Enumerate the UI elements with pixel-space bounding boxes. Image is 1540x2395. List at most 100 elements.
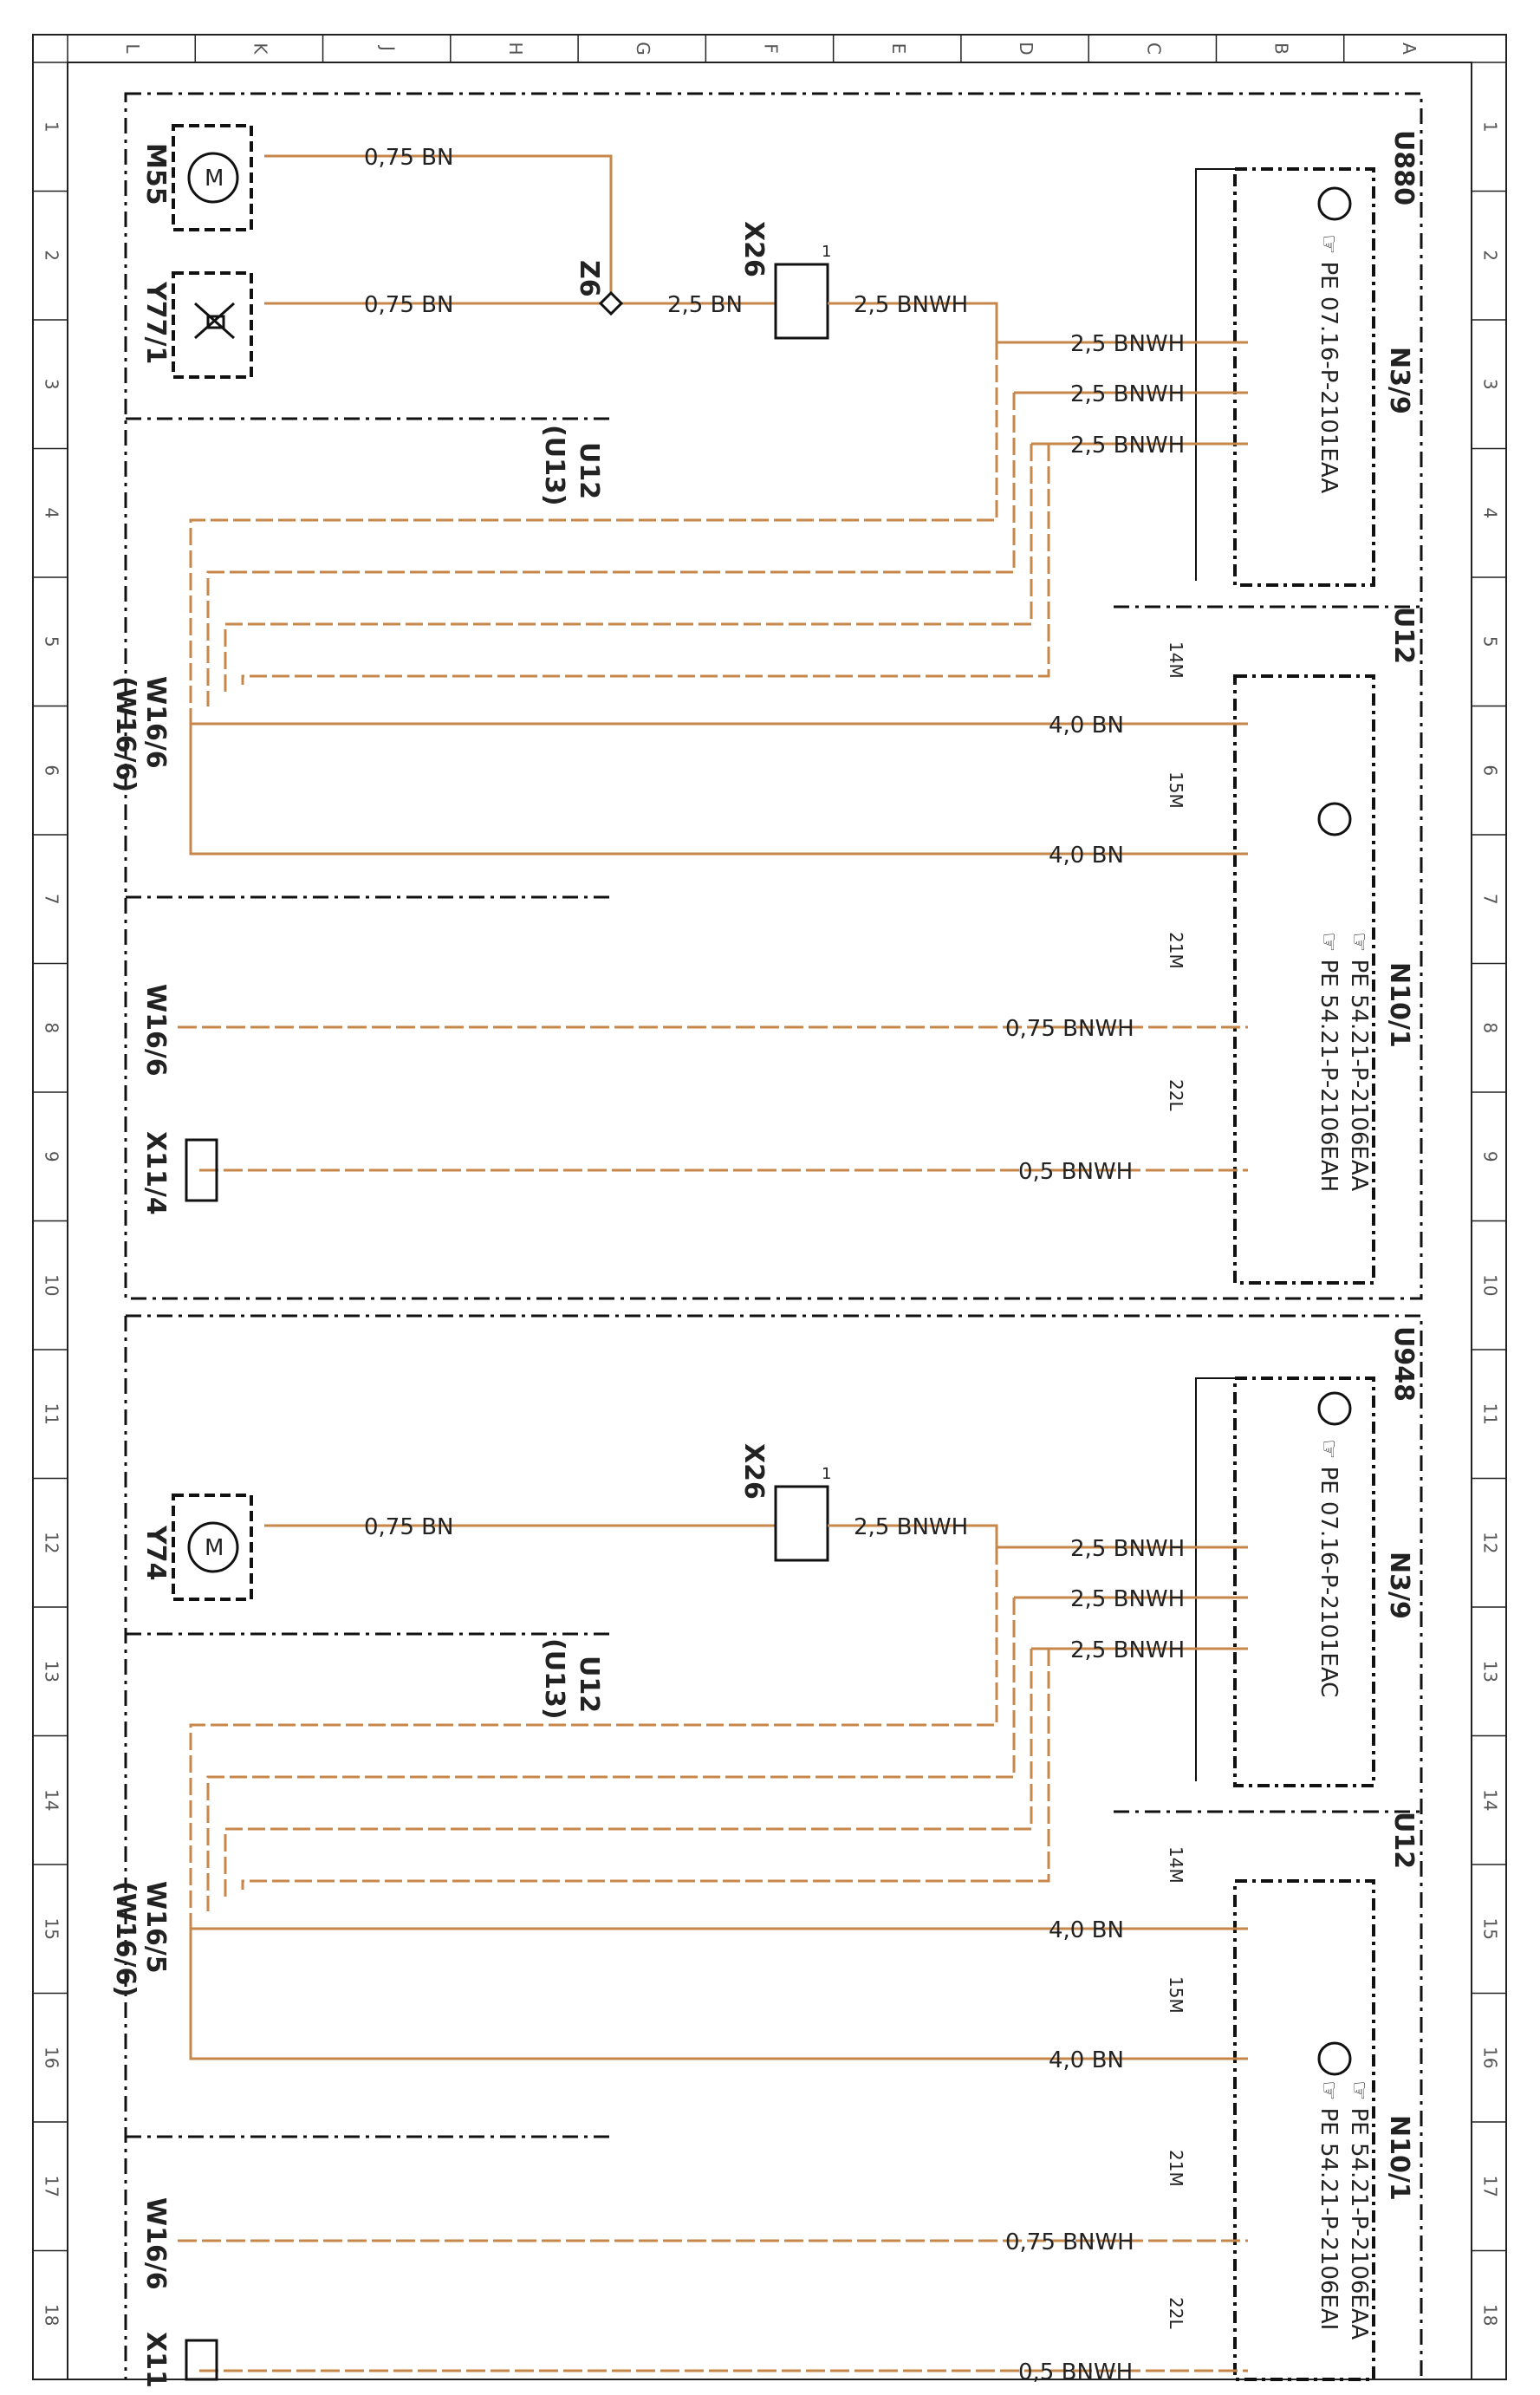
wire-label-n39-b1: 2,5 BNWH xyxy=(1070,1536,1185,1562)
row-number: 14 xyxy=(42,1789,62,1811)
row-number: 12 xyxy=(1480,1532,1501,1553)
control-unit-icon xyxy=(1317,186,1352,221)
n101-module-2 xyxy=(1233,1879,1375,2381)
y74-motor-icon xyxy=(187,1521,239,1573)
n39-label-2: N3/9 xyxy=(1384,1552,1414,1619)
u12-label: U12 xyxy=(574,442,604,499)
zone-u880-label: U880 xyxy=(1388,130,1419,205)
wire-x26-2 xyxy=(828,1524,998,1547)
column-letter: J xyxy=(378,44,399,51)
zone-u880-boundary xyxy=(124,92,1423,1300)
wire-label-x26: 2,5 BNWH xyxy=(854,292,968,318)
tag-22l-2: 22L xyxy=(1166,2297,1186,2329)
row-number: 10 xyxy=(1480,1274,1501,1296)
column-letter: L xyxy=(122,43,143,54)
wire-m55 xyxy=(264,154,613,303)
wire-label-m55: 0,75 BN xyxy=(364,145,453,171)
m55-component xyxy=(172,124,253,231)
wire-label-row8: 0,75 BNWH xyxy=(1005,1016,1134,1042)
wire-label-4m-b2: 4,0 BN xyxy=(1049,2047,1124,2073)
control-unit-icon-2 xyxy=(1317,1391,1352,1426)
wire-4m-2 xyxy=(189,724,1248,856)
column-letter: K xyxy=(250,42,270,55)
x11-connector-2 xyxy=(185,2339,218,2381)
column-letter: H xyxy=(505,42,526,55)
wire-label-4m-1: 4,0 BN xyxy=(1049,713,1124,739)
row-number: 17 xyxy=(1480,2176,1501,2197)
column-letter: A xyxy=(1399,42,1420,55)
n39-pins-bracket-2 xyxy=(1195,1377,1235,1781)
u12-label-2: U12 xyxy=(574,1656,604,1713)
row-number: 16 xyxy=(42,2047,62,2068)
x11-label-2: X11 xyxy=(140,2332,171,2388)
row-number: 4 xyxy=(42,507,62,518)
n39-label: N3/9 xyxy=(1384,347,1414,414)
row-number: 13 xyxy=(1480,1661,1501,1682)
wire-label-n39-3: 2,5 BNWH xyxy=(1070,433,1185,459)
n39-pins-bracket xyxy=(1195,168,1235,581)
wire-label-n39-1: 2,5 BNWH xyxy=(1070,331,1185,357)
wire-label-n39-b3: 2,5 BNWH xyxy=(1070,1637,1185,1663)
column-letter: C xyxy=(1143,42,1164,55)
wire-label-n39-2: 2,5 BNWH xyxy=(1070,381,1185,407)
sheet-border xyxy=(32,34,1507,2380)
row-number: 2 xyxy=(1480,250,1501,261)
w16b-label-2: (W16/6) xyxy=(110,1881,140,1997)
row-number: 5 xyxy=(1480,636,1501,648)
tag-22l: 22L xyxy=(1166,1079,1186,1111)
zone-u948-boundary xyxy=(126,1314,1423,2379)
row-number: 15 xyxy=(42,1918,62,1940)
n101-ref1-2: ☞ PE 54.21-P-2106EAA xyxy=(1346,2080,1372,2340)
n39-ref-2: ☞ PE 07.16-P-2101EAC xyxy=(1316,1439,1342,1697)
n101-ref1: ☞ PE 54.21-P-2106EAA xyxy=(1346,932,1372,1191)
z6-splice-icon xyxy=(598,290,624,316)
harness-bundle xyxy=(189,342,1050,724)
harness-bundle-2 xyxy=(189,1547,1050,1929)
tag-21m-2: 21M xyxy=(1166,2150,1186,2187)
row-number: 9 xyxy=(1480,1151,1501,1162)
w16-8-label: W16/6 xyxy=(140,984,171,1077)
row-number: 10 xyxy=(42,1274,62,1296)
w16-17-label: W16/6 xyxy=(140,2197,171,2290)
u13-label: (U13) xyxy=(539,425,569,506)
n101-ref2: ☞ PE 54.21-P-2106EAH xyxy=(1316,932,1342,1192)
valve-icon xyxy=(194,302,235,340)
tag-15m-2: 15M xyxy=(1166,1976,1186,2014)
wire-label-x26-2: 2,5 BNWH xyxy=(854,1514,968,1540)
x26-pin: 1 xyxy=(822,243,831,261)
wire-label-4m-2: 4,0 BN xyxy=(1049,843,1124,869)
row-number: 8 xyxy=(42,1022,62,1033)
y74-icon-letter: M xyxy=(205,1535,224,1561)
x26-label-2: X26 xyxy=(738,1443,769,1500)
n101-module xyxy=(1233,674,1375,1285)
bottom-section: U948 U12 (U13) U12 M Y74 0,75 BN X26 1 2… xyxy=(110,1314,1423,2388)
n101-label-2: N10/1 xyxy=(1384,2115,1414,2201)
x26-connector-2 xyxy=(774,1485,829,1562)
wire-label-row9: 0,5 BNWH xyxy=(1018,1159,1133,1185)
row-number: 1 xyxy=(1480,121,1501,133)
row-number: 6 xyxy=(1480,765,1501,776)
wire-label-4m-b1: 4,0 BN xyxy=(1049,1917,1124,1943)
row-number: 3 xyxy=(42,379,62,390)
row-number: 8 xyxy=(1480,1022,1501,1033)
zone-u948-label: U948 xyxy=(1388,1326,1419,1402)
tag-15m: 15M xyxy=(1166,771,1186,809)
tag-21m: 21M xyxy=(1166,932,1186,969)
row-number: 6 xyxy=(42,765,62,776)
row-number: 9 xyxy=(42,1151,62,1162)
column-letter: E xyxy=(888,43,909,55)
n101-control-icon-2 xyxy=(1317,2041,1352,2076)
n39-module xyxy=(1233,167,1375,587)
motor-icon xyxy=(187,152,239,204)
u12-zone-label: U12 xyxy=(1388,607,1419,664)
wire-label-n39-b2: 2,5 BNWH xyxy=(1070,1586,1185,1612)
x11-connector xyxy=(185,1138,218,1202)
wire-label-y77: 0,75 BN xyxy=(364,292,453,318)
x26-connector xyxy=(774,263,829,340)
n101-control-icon xyxy=(1317,802,1352,836)
wire-x26 xyxy=(828,302,998,342)
wire-label-row18: 0,5 BNWH xyxy=(1018,2359,1133,2385)
